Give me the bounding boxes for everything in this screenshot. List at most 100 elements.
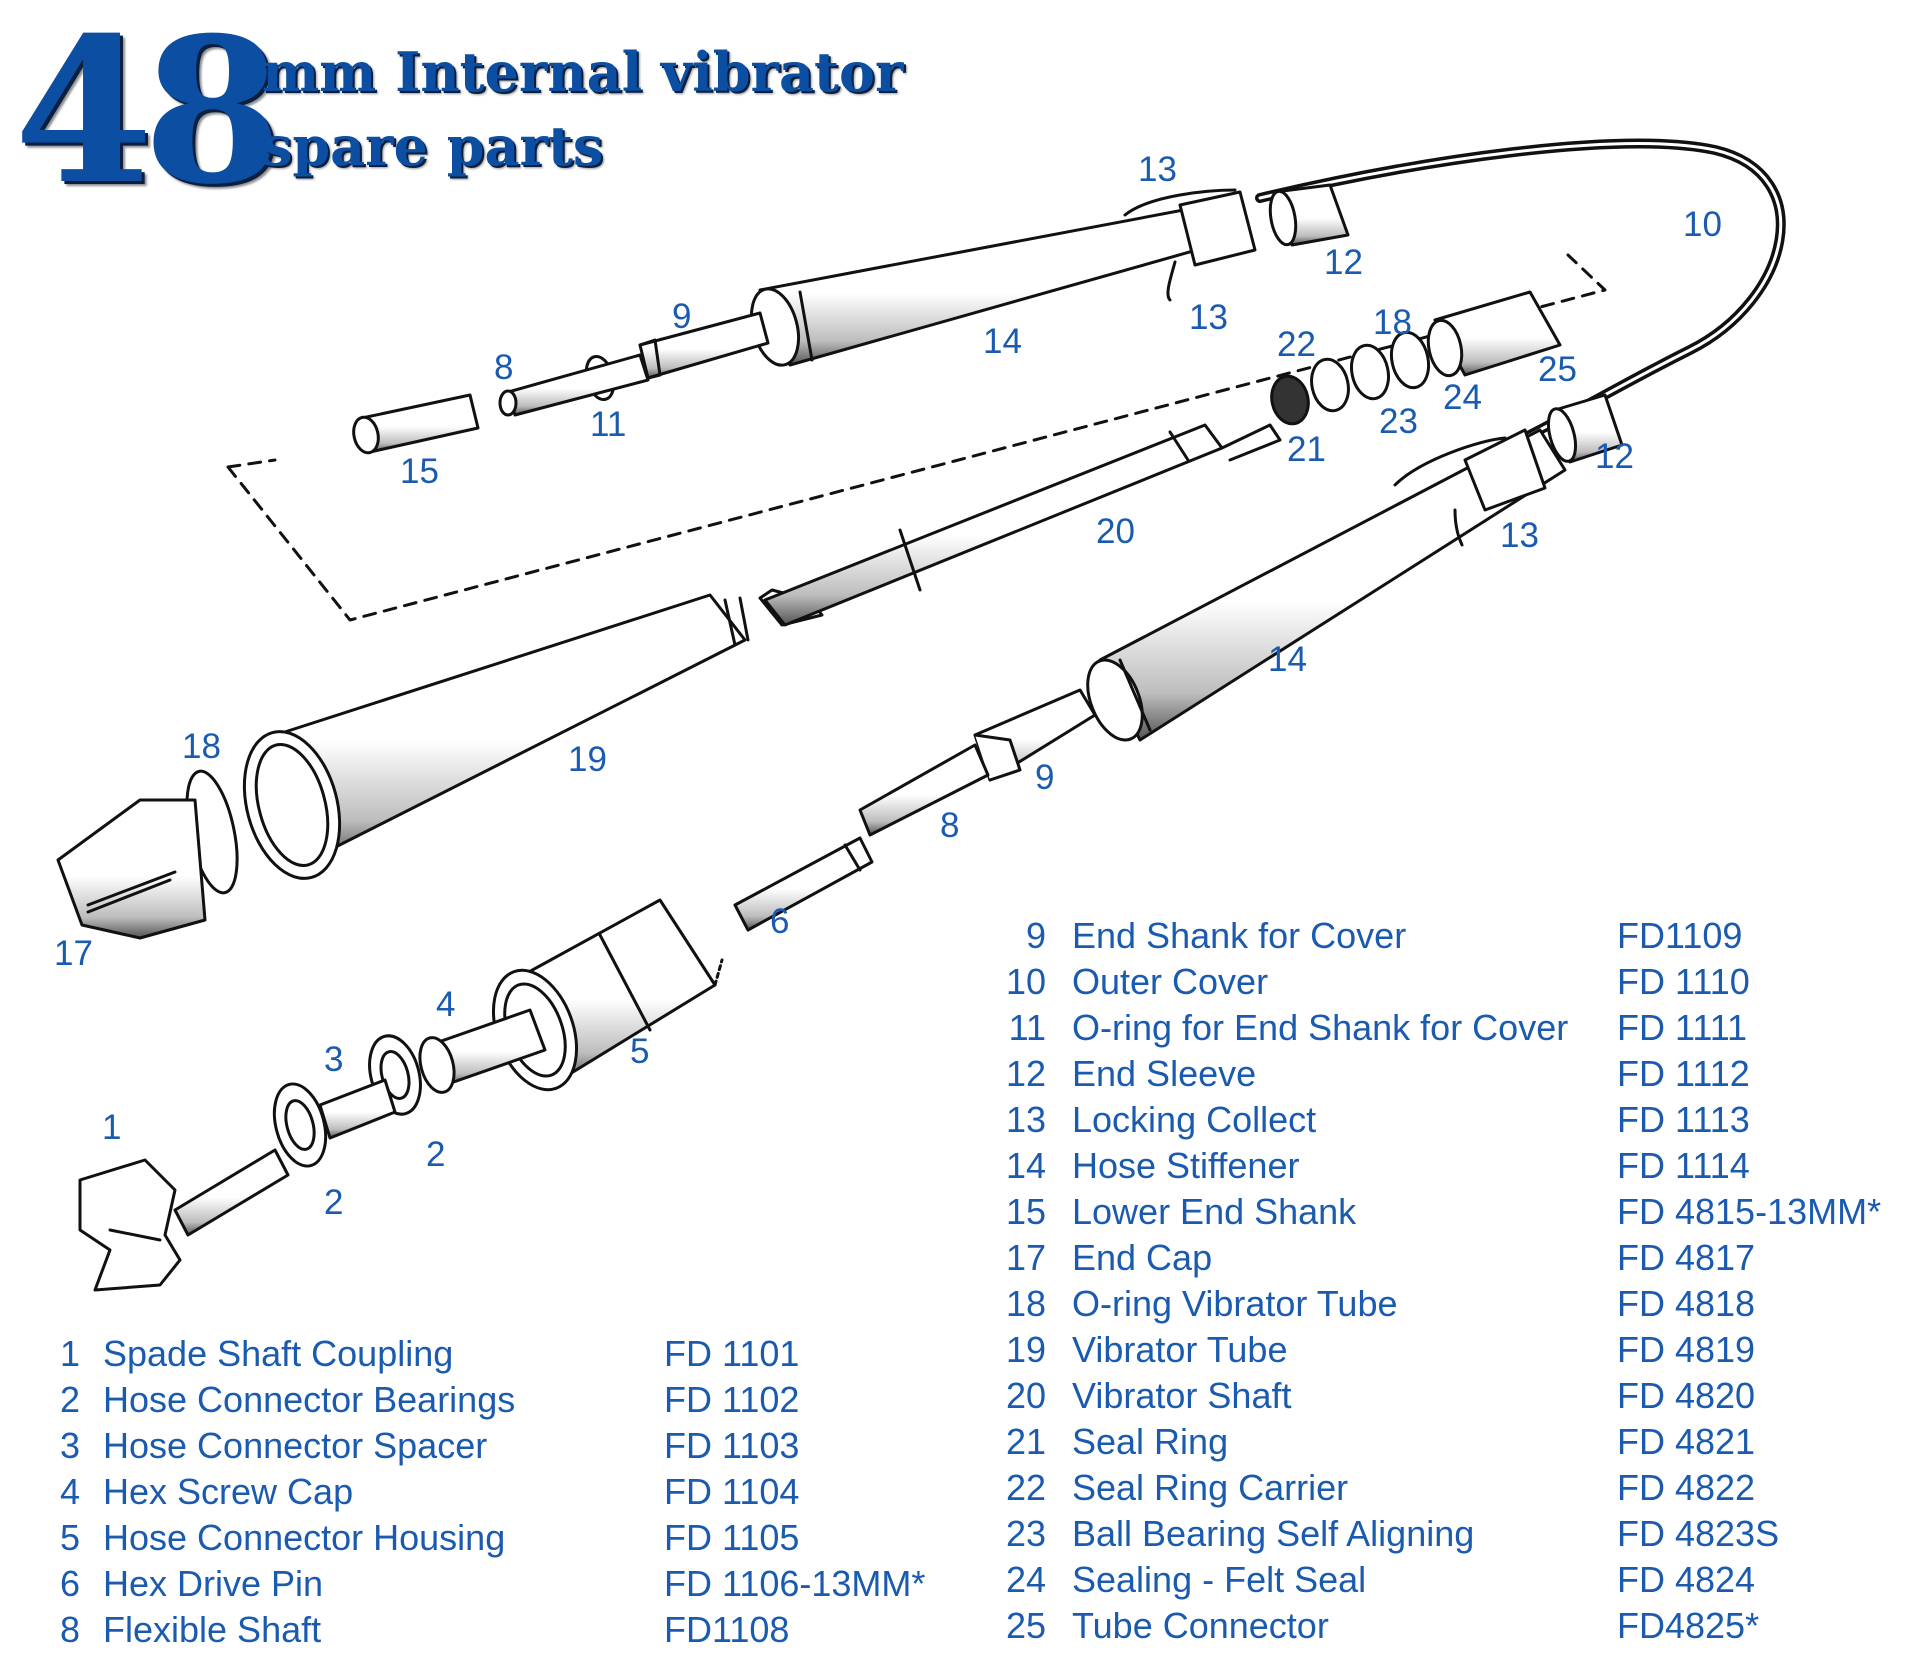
callout-8-lower: 8 [940, 806, 960, 845]
lower-end-sleeve [1546, 393, 1624, 464]
title-line-1: mm Internal vibrator [262, 40, 904, 104]
callout-19: 19 [568, 740, 607, 779]
part-name: Ball Bearing Self Aligning [1072, 1513, 1475, 1554]
part-number: 13 [1005, 1099, 1046, 1140]
callout-25: 25 [1538, 350, 1577, 389]
end-cap [56, 798, 207, 940]
callout-2-lower: 2 [324, 1183, 344, 1222]
part-number: 3 [59, 1425, 80, 1466]
part-number: 9 [1025, 915, 1046, 956]
callout-14-lower: 14 [1268, 640, 1307, 679]
part-code: FD 4818 [1617, 1283, 1756, 1324]
hose-connector-housing [491, 898, 724, 1092]
part-name: Lower End Shank [1072, 1191, 1357, 1232]
callout-13-lower: 13 [1500, 516, 1539, 555]
upper-end-shank [498, 311, 770, 417]
part-number: 21 [1005, 1421, 1046, 1462]
lower-locking-collect [1393, 428, 1547, 547]
vibrator-shaft [758, 423, 1282, 627]
callout-18-lower: 18 [182, 727, 221, 766]
part-code: FD 1101 [664, 1333, 800, 1374]
upper-locking-collect [1123, 188, 1257, 302]
part-code: FD 1102 [664, 1379, 800, 1420]
part-code: FD 1105 [664, 1517, 800, 1558]
part-code: FD 4823S [1617, 1513, 1780, 1554]
callout-14-upper: 14 [983, 322, 1022, 361]
assembly-bracket [226, 253, 1607, 622]
part-code: FD 1103 [664, 1425, 800, 1466]
part-code: FD 1106-13MM* [664, 1563, 926, 1604]
part-code: FD 1110 [1617, 961, 1750, 1002]
title-line-2: spare parts [262, 114, 604, 178]
part-name: End Cap [1072, 1237, 1213, 1278]
part-code: FD 1112 [1617, 1053, 1750, 1094]
part-number: 8 [59, 1609, 80, 1650]
part-name: Locking Collect [1072, 1099, 1317, 1140]
part-name: Spade Shaft Coupling [103, 1333, 454, 1374]
callout-21: 21 [1287, 430, 1326, 469]
part-name: Outer Cover [1072, 961, 1269, 1002]
lower-hose-stiffener [1086, 428, 1567, 742]
callout-23: 23 [1379, 402, 1418, 441]
part-number: 19 [1005, 1329, 1046, 1370]
callout-3: 3 [324, 1040, 344, 1079]
callout-22: 22 [1277, 325, 1316, 364]
callout-20: 20 [1096, 512, 1135, 551]
part-code: FD 4819 [1617, 1329, 1756, 1370]
spade-shaft-coupling [78, 1148, 290, 1292]
part-code: FD 4815-13MM* [1617, 1191, 1882, 1232]
part-number: 10 [1005, 961, 1046, 1002]
part-code: FD 4820 [1617, 1375, 1756, 1416]
part-number: 1 [59, 1333, 80, 1374]
part-code: FD4825* [1617, 1605, 1760, 1646]
part-number: 23 [1005, 1513, 1046, 1554]
bearing-lower [272, 1082, 328, 1168]
part-name: Hose Connector Housing [103, 1517, 506, 1558]
lower-end-shank [858, 688, 1097, 837]
upper-end-sleeve [1268, 183, 1350, 247]
part-number: 4 [59, 1471, 80, 1512]
part-number: 11 [1008, 1007, 1046, 1048]
part-name: Tube Connector [1072, 1605, 1329, 1646]
part-number: 15 [1005, 1191, 1046, 1232]
hex-drive-pin [733, 836, 874, 932]
part-name: Hose Connector Spacer [103, 1425, 488, 1466]
title-size-number: 48 [14, 0, 282, 229]
part-name: Vibrator Shaft [1072, 1375, 1292, 1416]
part-name: Hex Drive Pin [103, 1563, 324, 1604]
part-number: 22 [1005, 1467, 1046, 1508]
part-number: 17 [1005, 1237, 1046, 1278]
part-code: FD 1104 [664, 1471, 800, 1512]
callout-9-upper: 9 [672, 297, 692, 336]
vibrator-tube [242, 593, 750, 880]
callout-17: 17 [54, 934, 93, 973]
part-name: End Shank for Cover [1072, 915, 1407, 956]
callout-18-upper: 18 [1373, 303, 1412, 342]
part-code: FD 1114 [1617, 1145, 1750, 1186]
part-code: FD 4824 [1617, 1559, 1756, 1600]
callout-10: 10 [1683, 205, 1722, 244]
bearing-stack [1270, 290, 1562, 426]
hose-connector-spacer [318, 1078, 397, 1140]
hex-screw-cap [418, 1008, 547, 1094]
part-number: 5 [59, 1517, 80, 1558]
callout-4: 4 [436, 985, 456, 1024]
part-name: Seal Ring Carrier [1072, 1467, 1349, 1508]
part-code: FD 4821 [1617, 1421, 1756, 1462]
part-name: End Sleeve [1072, 1053, 1257, 1094]
callout-8-upper: 8 [494, 348, 514, 387]
part-name: Seal Ring [1072, 1421, 1229, 1462]
part-code: FD 1111 [1617, 1007, 1748, 1048]
part-name: Flexible Shaft [103, 1609, 322, 1650]
callout-13-upper-b: 13 [1189, 298, 1228, 337]
part-number: 2 [59, 1379, 80, 1420]
callout-9-lower: 9 [1035, 758, 1055, 797]
part-name: Hex Screw Cap [103, 1471, 354, 1512]
callout-5: 5 [630, 1032, 650, 1071]
callout-11: 11 [590, 405, 627, 444]
part-name: Sealing - Felt Seal [1072, 1559, 1367, 1600]
part-number: 6 [59, 1563, 80, 1604]
part-number: 12 [1005, 1053, 1046, 1094]
lower-end-shank [352, 393, 480, 455]
